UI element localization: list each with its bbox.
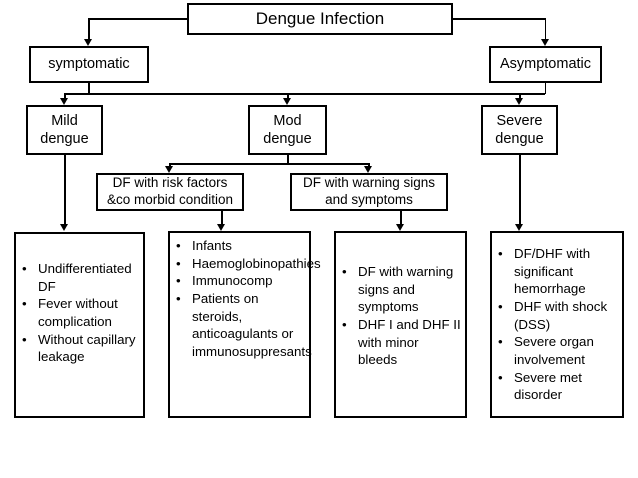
arrowhead-leaf-severe [515,224,524,231]
list-item-text: Undifferentiated DF [38,261,132,294]
connector-symptomatic-down [88,83,90,94]
list-item: • Immunocomp [170,272,307,290]
bullet-icon: • [498,246,503,261]
leaf-list-mild-dengue: • Undifferentiated DF • Fever without comp… [16,234,143,366]
list-item: • Without capillary leakage [16,331,139,366]
connector-bus-to-severe [519,93,521,99]
arrowhead-symptomatic [84,39,93,46]
arrowhead-leaf-mild [60,224,69,231]
bullet-icon: • [176,238,181,253]
connector-asymptomatic-down [544,83,547,94]
node-mild-dengue[interactable]: Mild dengue [26,105,103,155]
connector-bus-to-mild [64,93,66,99]
bullet-icon: • [342,317,347,333]
node-mod-dengue-label-line1: Mod [273,112,302,129]
list-item-text: Without capillary leakage [38,331,136,365]
list-item: • DHF I and DHF II with minor bleeds [336,316,461,369]
bullet-icon: • [176,273,181,289]
bullet-icon: • [22,261,27,276]
list-item-text: Immunocomp [192,273,273,289]
list-item-text: Haemoglobinopathies [192,255,321,271]
connector-root-right-horizontal [452,18,546,20]
bullet-icon: • [498,369,503,385]
node-dengue-infection[interactable]: Dengue Infection [187,3,453,35]
list-item: • DHF with shock (DSS) [492,298,618,333]
bullet-icon: • [498,299,503,315]
list-item-text: Fever without complication [38,296,118,330]
arrowhead-mild-dengue [60,98,69,105]
arrowhead-risk-factors [165,166,174,173]
list-item: • Patients on steroids, anticoagulants or… [170,290,312,361]
node-mod-dengue-label-line2: dengue [263,131,312,147]
arrowhead-severe-dengue [515,98,524,105]
connector-risk-to-leaf [221,211,223,225]
node-df-risk-factors-line2: &co morbid condition [106,192,234,207]
list-item-text: DF/DHF with significant hemorrhage [514,246,591,297]
list-item-text: DF with warning signs and symptoms [358,264,454,315]
connector-root-right-vertical [544,18,547,40]
node-df-warning-signs-line1: DF with warning signs [302,175,436,191]
list-item-text: DHF with shock (DSS) [514,299,608,332]
list-item-text: Severe met disorder [514,369,582,403]
leaf-list-warning-signs: • DF with warning signs and symptoms • DHF… [336,233,465,369]
node-symptomatic-label: symptomatic [48,56,130,73]
leaf-box-risk-factors: • Infants • Haemoglobinopathies • Immunocom… [168,231,321,418]
connector-level2-busbar [88,93,545,95]
leaf-box-mild-dengue: • Undifferentiated DF • Fever without comp… [14,232,145,418]
connector-bus-to-mod [287,93,289,99]
leaf-list-severe-dengue: • DF/DHF with significant hemorrhage • DHF… [492,233,622,404]
list-item-text: Patients on steroids, anticoagulants or … [192,291,312,360]
connector-mod-down [287,155,289,164]
list-item: • DF/DHF with significant hemorrhage [492,245,618,298]
node-df-warning-signs[interactable]: DF with warning signs and symptoms [290,173,448,211]
arrowhead-leaf-warning [396,224,405,231]
list-item: • Undifferentiated DF [16,260,139,295]
list-item: • Severe met disorder [492,369,618,404]
arrowhead-warning-signs [364,166,373,173]
list-item: • Haemoglobinopathies [170,255,321,273]
arrowhead-mod-dengue [283,98,292,105]
connector-bus-left-stub [64,93,89,95]
node-asymptomatic-label: Asymptomatic [499,56,592,73]
bullet-icon: • [342,264,347,279]
list-item: • DF with warning signs and symptoms [336,263,461,316]
node-mod-dengue[interactable]: Mod dengue [248,105,327,155]
leaf-box-warning-signs: • DF with warning signs and symptoms • DHF… [334,231,467,418]
arrowhead-asymptomatic [540,39,549,46]
node-mild-dengue-label-line2: dengue [40,131,89,147]
bullet-icon: • [176,291,181,307]
node-dengue-infection-label: Dengue Infection [255,9,385,29]
bullet-icon: • [498,334,503,350]
node-symptomatic[interactable]: symptomatic [29,46,149,83]
list-item: • Infants [170,237,307,255]
leaf-list-risk-factors: • Infants • Haemoglobinopathies • Immunocom… [170,233,321,361]
connector-warning-to-leaf [400,211,402,225]
connector-root-left-horizontal [88,18,188,20]
connector-mod-to-risk [169,163,171,167]
list-item-text: DHF I and DHF II with minor bleeds [358,317,461,368]
arrowhead-leaf-risk [217,224,226,231]
list-item: • Severe organ involvement [492,333,618,368]
node-df-warning-signs-line2: and symptoms [325,192,413,207]
list-item-text: Severe organ involvement [514,334,594,368]
node-df-risk-factors-line1: DF with risk factors [112,175,228,191]
list-item-text: Infants [192,238,232,253]
connector-mild-to-leaf [64,155,66,225]
connector-mod-to-warning [368,163,370,167]
connector-bus-right-stub [519,93,545,95]
bullet-icon: • [22,296,27,312]
node-severe-dengue-label-line2: dengue [495,131,544,147]
connector-severe-to-leaf [519,155,521,225]
node-severe-dengue-label-line1: Severe [496,112,543,129]
connector-root-left-vertical [88,18,90,40]
node-mild-dengue-label-line1: Mild [51,112,78,129]
bullet-icon: • [22,331,27,347]
node-severe-dengue[interactable]: Severe dengue [481,105,558,155]
connector-mod-split-horizontal [169,163,369,165]
list-item: • Fever without complication [16,295,139,330]
node-df-risk-factors[interactable]: DF with risk factors &co morbid conditio… [96,173,244,211]
leaf-box-severe-dengue: • DF/DHF with significant hemorrhage • DHF… [490,231,624,418]
node-asymptomatic[interactable]: Asymptomatic [489,46,602,83]
bullet-icon: • [176,255,181,271]
